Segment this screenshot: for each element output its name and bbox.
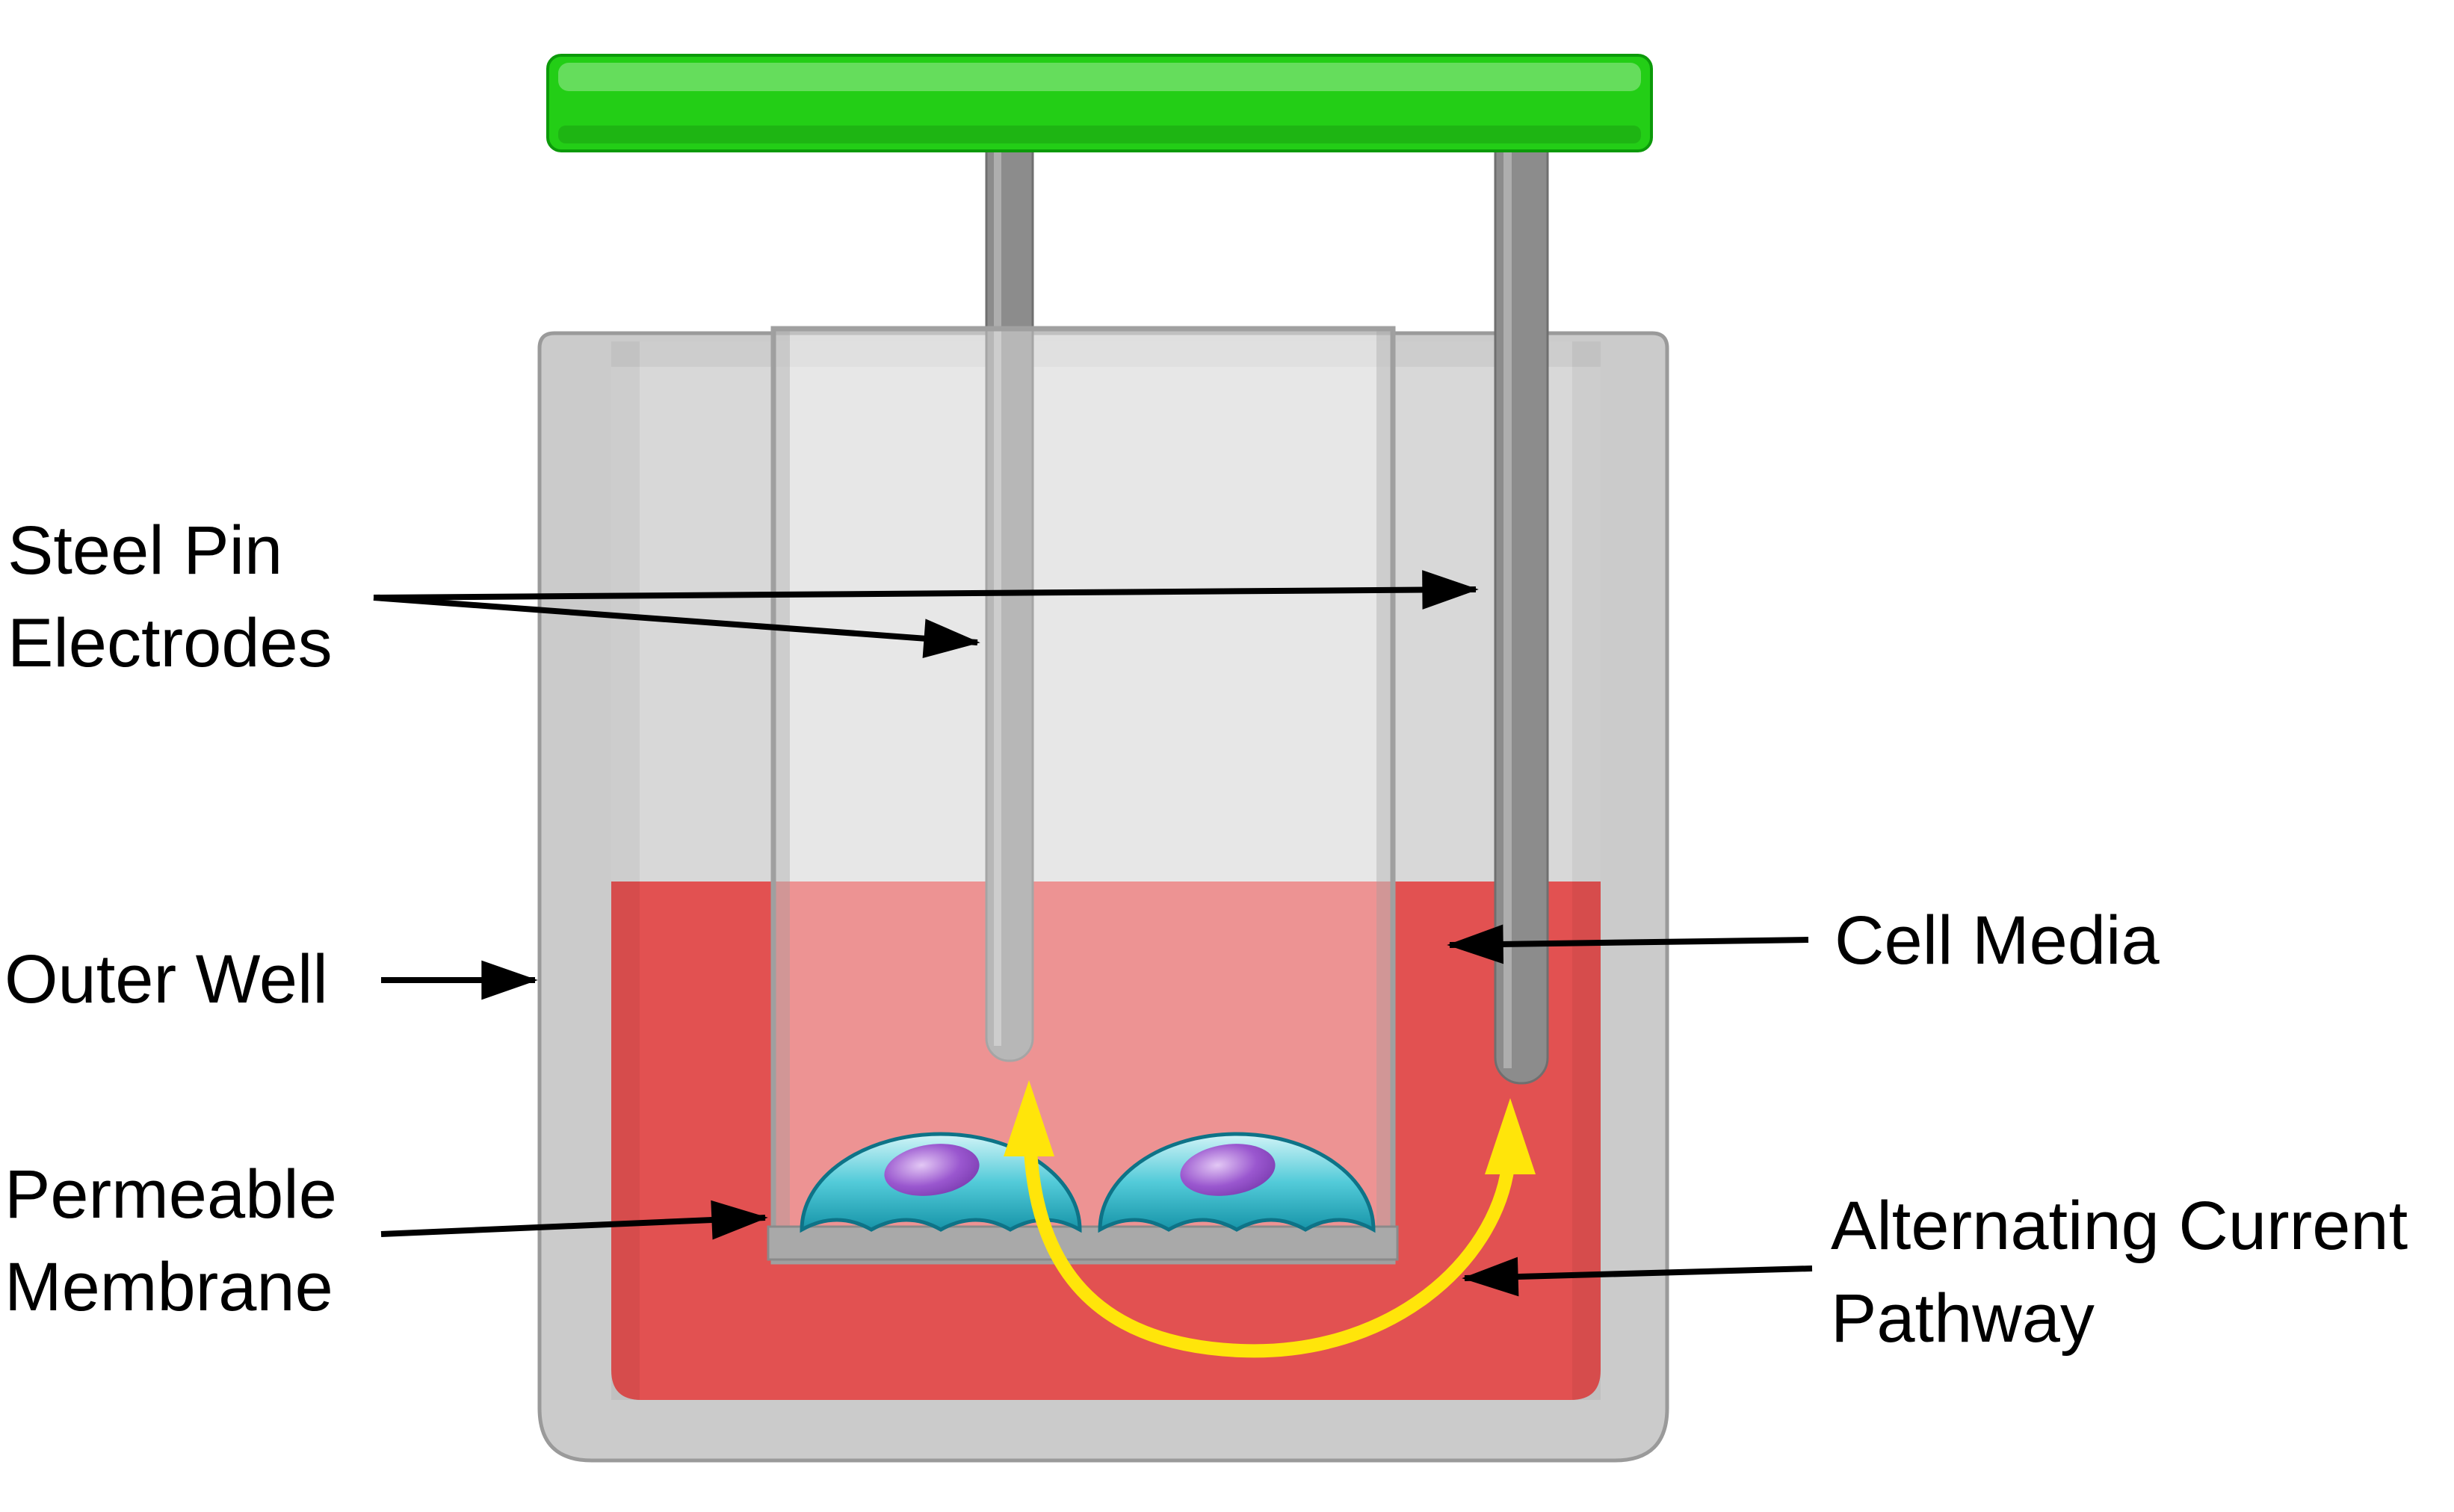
electrode-holder-cap xyxy=(546,54,1653,152)
steel-pin-label-line2: Electrodes xyxy=(7,605,333,681)
outer-well-label: Outer Well xyxy=(4,941,328,1017)
well-inner-shadow-top xyxy=(611,341,1601,367)
steel-pin-arrow-left xyxy=(373,595,980,659)
ac-pathway-label-line2: Pathway xyxy=(1831,1280,2095,1357)
steel-pin-label-line1: Steel Pin xyxy=(7,512,282,589)
insert-right-wall xyxy=(1376,329,1393,1262)
well-inner-shadow-left xyxy=(611,341,640,1400)
electrode-holder-cap-shade xyxy=(558,126,1641,143)
electrode-holder-cap-highlight xyxy=(558,63,1641,91)
right-electrode-highlight xyxy=(1503,123,1512,1068)
permeable-membrane-label-line2: Membrane xyxy=(4,1249,333,1325)
left-electrode-highlight xyxy=(994,131,1001,1046)
insert-glass xyxy=(770,326,1396,1265)
insert-left-wall xyxy=(773,329,790,1262)
outer-well-air xyxy=(611,341,1601,882)
cell-2-nucleus xyxy=(1180,1144,1276,1196)
ac-arrowhead-left xyxy=(1004,1080,1054,1156)
cell-media-fluid xyxy=(611,882,1601,1400)
cell-2 xyxy=(1098,1132,1376,1233)
ac-pathway-arrow-pointer xyxy=(1462,1257,1813,1297)
cell-media-label: Cell Media xyxy=(1835,902,2160,979)
cell-1 xyxy=(800,1132,1082,1233)
right-electrode xyxy=(1494,111,1549,1085)
ac-arrowhead-right xyxy=(1485,1098,1536,1174)
steel-pin-arrow-right xyxy=(373,570,1479,610)
permeable-membrane-arrow xyxy=(380,1200,768,1240)
permeable-membrane xyxy=(767,1225,1399,1261)
cell-1-nucleus xyxy=(884,1144,980,1196)
cell-media-arrow xyxy=(1447,924,1809,964)
permeable-membrane-label-line1: Permeable xyxy=(4,1156,337,1233)
well-inner-shadow-right xyxy=(1572,341,1601,1400)
ac-current-path xyxy=(1024,1144,1515,1358)
ac-pathway-label-line1: Alternating Current xyxy=(1831,1188,2408,1264)
